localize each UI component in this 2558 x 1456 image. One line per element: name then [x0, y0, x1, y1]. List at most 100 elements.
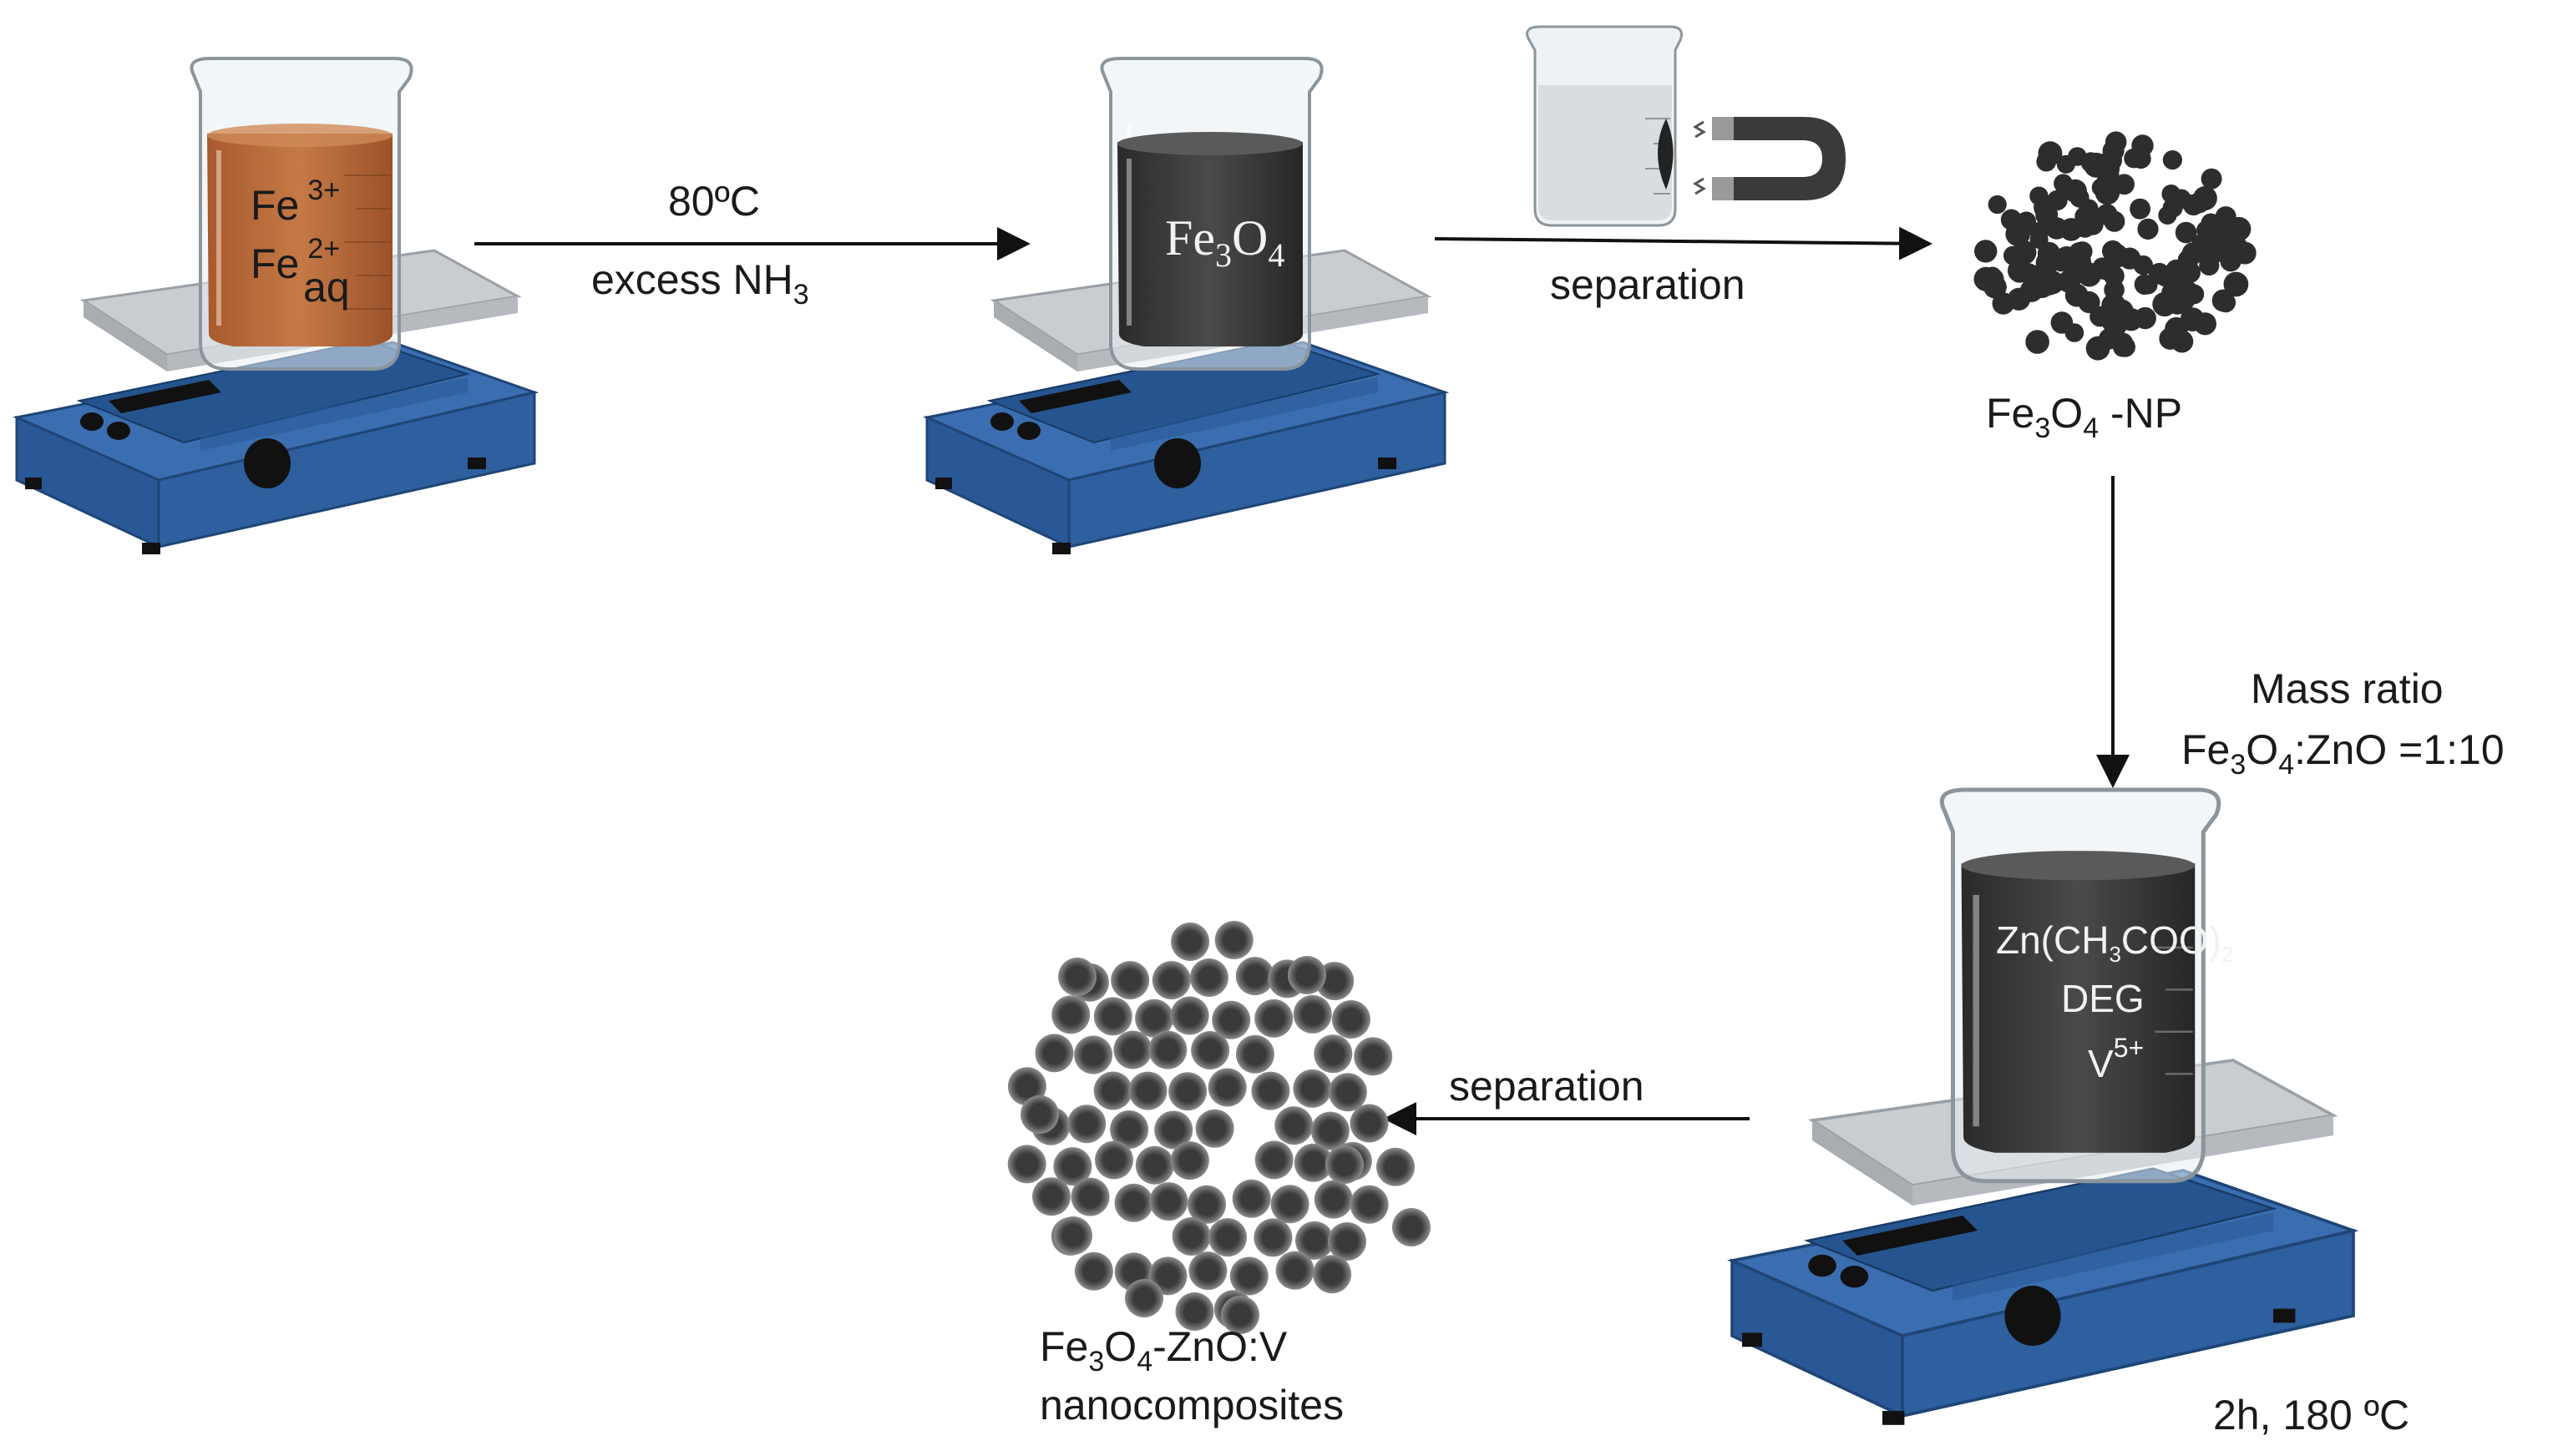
nanoparticle [2005, 221, 2030, 246]
nanocomposite-particle [1051, 995, 1091, 1034]
nanoparticle [2029, 274, 2054, 299]
nanoparticle [2133, 255, 2153, 276]
nanocomposite-particle [1325, 1145, 1364, 1184]
mass-ratio-value: Fe3O4:ZnO =1:10 [2181, 726, 2505, 781]
nanoparticle [1983, 266, 2003, 286]
nanoparticle [2079, 199, 2099, 220]
nanocomposite-particle [1189, 958, 1228, 997]
magnetic-particles-accumulation [1658, 119, 1674, 190]
nanoparticle [2066, 249, 2092, 275]
nanoparticle [2233, 241, 2257, 265]
nanocomposite-particle [1214, 921, 1254, 959]
step3-vanadium-label: V5+ [2088, 1033, 2144, 1085]
nanoparticle [1988, 195, 2007, 215]
nanocomposite-particle [1313, 1255, 1352, 1294]
nanoparticle [2223, 271, 2249, 297]
nanoparticle [2180, 307, 2205, 331]
arrow1: 80ºC excess NH3 [474, 178, 1031, 311]
step3-zinc-acetate-label: Zn(CH3COO)2 [1996, 918, 2234, 967]
nanoparticle [2162, 197, 2183, 218]
nanocomposite-particle [1191, 1031, 1230, 1069]
nanocomposite-particle [1195, 1109, 1234, 1148]
nanocomposite-particle [1021, 1095, 1059, 1134]
nanocomposite-particle [1152, 961, 1191, 1000]
nanocomposite-particle [1149, 1182, 1188, 1221]
nanoparticle [2175, 221, 2197, 244]
nanocomposite-particle [1254, 1218, 1293, 1257]
nanocomposite-particle [1275, 1251, 1314, 1290]
nanocomposite-cluster-icon [1007, 921, 1431, 1334]
nanocomposite-particle [1170, 996, 1209, 1035]
nanocomposite-particle [1074, 1035, 1113, 1074]
nanoparticle [2068, 147, 2087, 166]
nanocomposite-particle [1310, 1111, 1350, 1150]
nanocomposite-particle [1328, 1222, 1366, 1261]
nanoparticle [2013, 240, 2035, 263]
step2-hotplate-stirrer: Fe3O4 [925, 58, 1446, 556]
nanoparticle [2192, 186, 2217, 210]
nanoparticle [2105, 131, 2127, 153]
nanocomposite-particle [1229, 1256, 1269, 1296]
nanoparticle [2091, 178, 2110, 197]
nanocomposite-particle [1254, 1140, 1294, 1180]
nanocomposite-particle [1154, 1110, 1193, 1150]
reaction-conditions: 2h, 180 ºC [2213, 1392, 2409, 1438]
nanoparticle [2217, 216, 2242, 242]
nanoparticle [2025, 330, 2049, 354]
nanocomposite-particle [1251, 1071, 1290, 1110]
nanoparticle [2008, 258, 2033, 283]
nanocomposite-particle [1095, 1140, 1133, 1180]
nanocomposite-particle [1168, 1072, 1208, 1111]
nanocomposite-particle [1350, 1185, 1389, 1224]
nanoparticle [2201, 168, 2222, 190]
nanocomposite-particle [1235, 957, 1274, 996]
nanocomposite-particle [1114, 1183, 1153, 1222]
arrow1-reagent-label: excess NH3 [591, 256, 809, 311]
nanocomposite-particle [1188, 1185, 1226, 1224]
nanocomposite-particle [1254, 998, 1294, 1038]
nanoparticle [2029, 186, 2049, 205]
nanoparticle [2184, 284, 2205, 305]
nanoparticle [1992, 292, 2015, 315]
nanoparticle [2130, 198, 2151, 220]
nanocomposite-particle [1270, 1185, 1309, 1224]
nanocomposite-particle [1128, 1071, 1168, 1110]
nanocomposite-particle [1175, 1292, 1214, 1331]
nanoparticle [2064, 179, 2087, 203]
nanocomposite-particle [1235, 1034, 1274, 1074]
step3-hotplate-stirrer [1730, 790, 2355, 1427]
nanocomposite-particle [1376, 1147, 1415, 1186]
nanocomposite-particle [1293, 1069, 1332, 1108]
arrow2-line [1434, 226, 1932, 260]
nanocomposite-particle [1208, 1218, 1247, 1257]
nanocomposite-particle [1188, 1251, 1228, 1291]
nanocomposite-particle [1212, 1000, 1251, 1039]
step3-deg-label: DEG [2061, 977, 2145, 1020]
nanocomposite-particle [1053, 1147, 1092, 1186]
nanocomposite-particle [1067, 1105, 1107, 1144]
nanoparticle [2097, 158, 2120, 180]
nanoparticle [2035, 203, 2059, 226]
nanocomposite-particle [1135, 1145, 1174, 1185]
nanoparticle [2064, 323, 2084, 342]
nanocomposite-particle [1032, 1177, 1071, 1216]
nanocomposite-particle [1314, 1034, 1353, 1074]
nanoparticle-label: Fe3O4 -NP [1986, 390, 2182, 444]
nanocomposite-particle [1058, 958, 1097, 996]
nanocomposite-particle [1328, 1073, 1367, 1112]
step2-fe3o4-label: Fe3O4 [1165, 210, 1284, 274]
nanoparticle [2162, 150, 2182, 170]
nanocomposite-particle [1148, 1030, 1188, 1069]
nanocomposite-particle [1093, 997, 1132, 1036]
nanocomposite-particle [1232, 1179, 1271, 1218]
nanocomposite-particle [1093, 1071, 1132, 1110]
product-formula-label: Fe3O4-ZnO:V [1040, 1323, 1288, 1378]
nanoparticle [2161, 282, 2181, 302]
nanocomposite-particle [1074, 1251, 1113, 1291]
arrow1-temperature-label: 80ºC [668, 178, 760, 225]
nanoparticle [2078, 291, 2100, 314]
nanocomposite-particle [1295, 1221, 1334, 1260]
